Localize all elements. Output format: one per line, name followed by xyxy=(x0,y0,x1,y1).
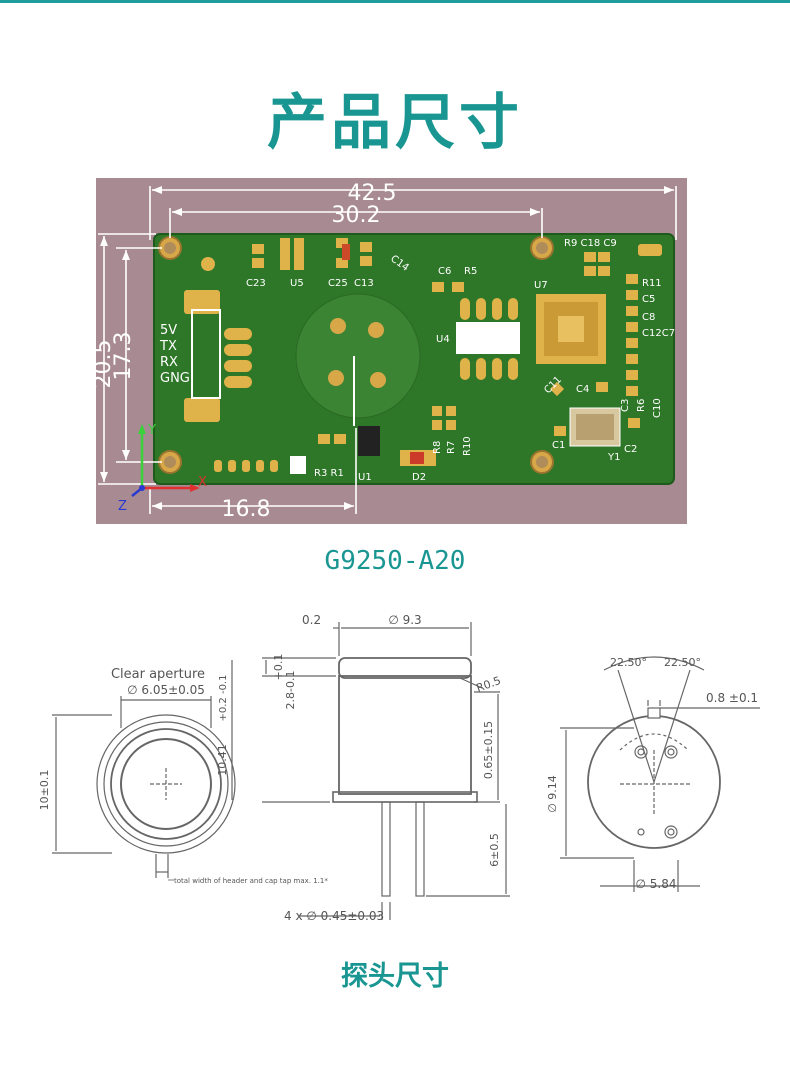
probe-size-title: 探头尺寸 xyxy=(341,961,449,992)
side-diameter-dim: ∅ 9.3 xyxy=(388,613,421,627)
u4-pads xyxy=(432,282,518,430)
ref-r9c18c9: R9 C18 C9 xyxy=(564,238,617,249)
aperture-label: Clear aperture xyxy=(111,667,205,682)
mounting-holes xyxy=(158,236,554,474)
dim-bottom-offset: 16.8 xyxy=(222,497,271,522)
side-upper-dim: 0.65±0.15 xyxy=(482,721,495,779)
ref-c10: C10 xyxy=(652,398,663,418)
model-label: G9250-A20 xyxy=(324,546,466,576)
aperture-dim: ∅ 6.05±0.05 xyxy=(127,683,205,697)
pcb-dimension-lines xyxy=(98,186,677,514)
smd-parts-right xyxy=(549,244,662,436)
ref-r6: R6 xyxy=(636,399,647,412)
ref-r5: R5 xyxy=(464,266,477,277)
pin-label-tx: TX xyxy=(159,339,177,354)
dim-overall-width: 42.5 xyxy=(348,181,397,206)
u4-chip xyxy=(456,322,520,354)
ref-c1: C1 xyxy=(552,440,565,451)
probe-bottom-view xyxy=(560,656,760,892)
ref-c3: C3 xyxy=(620,399,631,412)
pin-labels: 5V TX RX GNG xyxy=(159,323,190,386)
axis-triad: Y X Z xyxy=(118,423,207,514)
pcb-dimension-arrows xyxy=(100,186,674,510)
bottom-tab-dim: 0.8 ±0.1 xyxy=(706,691,758,705)
pin-label-5v: 5V xyxy=(160,323,177,338)
u1-chip xyxy=(358,426,380,456)
ref-u1: U1 xyxy=(358,472,372,483)
ref-r7: R7 xyxy=(446,441,457,454)
smd-parts-left xyxy=(214,238,372,472)
ref-r8: R8 xyxy=(432,441,443,454)
ref-c4: C4 xyxy=(576,384,589,395)
ref-c25: C25 xyxy=(328,278,348,289)
pcb-panel: C23 U5 C25 C13 C14 C6 R5 U7 U4 R9 C18 C9… xyxy=(96,178,687,524)
axis-y-label: Y xyxy=(147,423,156,438)
ref-c23: C23 xyxy=(246,278,266,289)
side-wall-dim: 0.2 xyxy=(302,613,321,627)
pin-label-rx: RX xyxy=(160,355,178,370)
side-cap-tol: +0.1 xyxy=(272,654,285,681)
probe-drawings: Clear aperture ∅ 6.05±0.05 10±0.1 total … xyxy=(38,613,760,920)
ref-u4: U4 xyxy=(436,334,450,345)
ref-c12c7: C12C7 xyxy=(642,328,675,339)
axis-x-label: X xyxy=(198,475,207,490)
side-body-tol: +0.2 -0.1 xyxy=(218,675,229,722)
bottom-angle-left: 22.50° xyxy=(610,656,647,669)
ref-u5: U5 xyxy=(290,278,304,289)
side-pins-dim: 6±0.5 xyxy=(488,833,501,867)
dim-overall-height: 20.5 xyxy=(96,340,116,389)
dim-hole-height: 17.3 xyxy=(111,332,136,381)
side-body-height: 10.41 xyxy=(216,744,229,776)
bottom-pitch-h: ∅ 5.84 xyxy=(636,877,677,891)
sensor-pads xyxy=(328,318,386,388)
ref-u7: U7 xyxy=(534,280,548,291)
probe-front-view xyxy=(52,696,236,881)
ref-y1: Y1 xyxy=(607,452,620,463)
axis-z-label: Z xyxy=(118,499,127,514)
ref-c8: C8 xyxy=(642,312,655,323)
bottom-pitch-v: ∅ 9.14 xyxy=(546,775,559,813)
dim-hole-spacing: 30.2 xyxy=(332,203,381,228)
ref-c13: C13 xyxy=(354,278,374,289)
ref-d2: D2 xyxy=(412,472,426,483)
probe-side-view xyxy=(231,622,510,920)
front-note: total width of header and cap tap max. 1… xyxy=(174,877,328,885)
pcb-dimension-values: 42.5 30.2 20.5 17.3 16.8 xyxy=(96,181,396,522)
ref-c6: C6 xyxy=(438,266,451,277)
ref-c2: C2 xyxy=(624,444,637,455)
page-title: 产品尺寸 xyxy=(267,88,523,158)
ref-c5: C5 xyxy=(642,294,655,305)
side-cap-height: 2.8-0.1 xyxy=(284,671,297,710)
top-rule xyxy=(0,0,790,3)
ref-r10: R10 xyxy=(462,436,473,456)
connector-pads xyxy=(184,257,252,422)
front-height-dim: 10±0.1 xyxy=(38,770,51,811)
pin-label-gng: GNG xyxy=(160,371,190,386)
probe-dimension-values: Clear aperture ∅ 6.05±0.05 10±0.1 total … xyxy=(38,613,758,920)
side-pin-dia: 4 x ∅ 0.45±0.03 xyxy=(284,909,384,920)
bottom-angle-right: 22.50° xyxy=(664,656,701,669)
ref-r11: R11 xyxy=(642,278,662,289)
sensor-footprint xyxy=(295,293,421,419)
ref-r3r1: R3 R1 xyxy=(314,468,344,479)
